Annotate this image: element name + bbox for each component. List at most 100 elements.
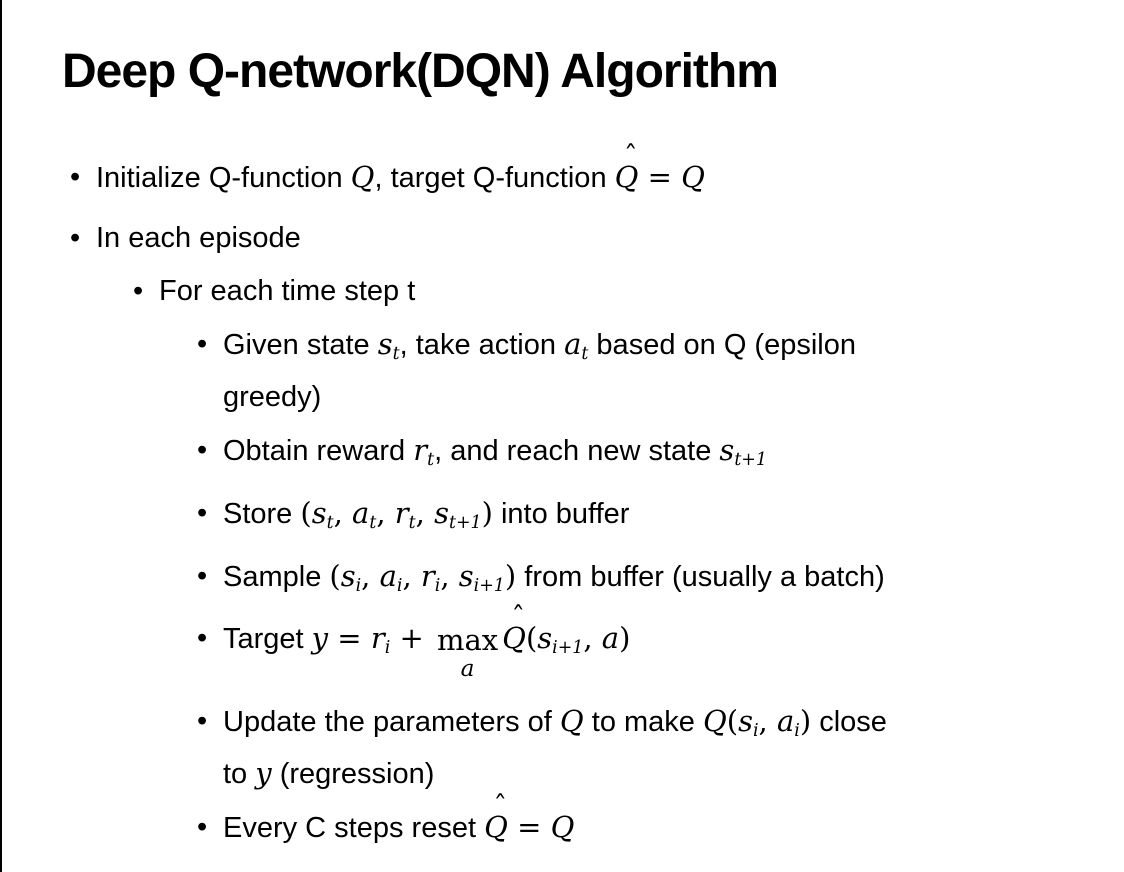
bullet-item: • Store (st, at, rt, st+1) into buffer — [0, 492, 1100, 545]
bullet-marker-icon: • — [197, 433, 208, 466]
bullet-list: •Initialize Q-function Q, target Q-funct… — [0, 143, 1100, 860]
math-subscript: i — [434, 575, 441, 596]
math-operator: , — [402, 558, 421, 593]
bullet-marker-icon: • — [197, 811, 208, 844]
math-subscript: t+1 — [734, 449, 767, 470]
hat-accent: ˆ — [511, 602, 526, 635]
math-variable: Q — [484, 810, 508, 845]
bullet-text: For each time step t — [159, 270, 1100, 313]
bullet-marker-icon: • — [197, 496, 208, 529]
math-subscript: i — [396, 575, 403, 596]
math-variable: Q — [614, 160, 639, 194]
hat-accent: ˆ — [623, 140, 638, 173]
bullet-text: Initialize Q-function Q, target Q-functi… — [96, 143, 1100, 200]
bullet-marker-icon: • — [197, 704, 208, 737]
text-run: from buffer (usually a batch) — [516, 560, 885, 593]
math-subscript: t — [427, 449, 435, 470]
math-variable: Q — [559, 703, 584, 738]
math-operator: , — [758, 703, 777, 738]
slide-title: Deep Q-network(DQN) Algorithm — [62, 45, 779, 98]
text-run: Every C steps reset — [223, 812, 485, 845]
bullet-item: • Obtain reward rt, and reach new state s… — [0, 429, 1100, 482]
text-run: Update the parameters of — [223, 705, 560, 738]
math-subscript: t — [326, 512, 334, 533]
math-variable: Q — [550, 810, 575, 845]
text-run: Store — [223, 497, 301, 530]
math-subscript: t — [581, 343, 589, 364]
math-variable: r — [394, 495, 409, 530]
text-run: (regression) — [271, 758, 435, 791]
math-operator: , — [361, 558, 380, 593]
text-run: based on Q (epsilon — [588, 329, 856, 361]
math-subscript: i — [384, 638, 391, 659]
bullet-marker-icon: • — [70, 222, 81, 254]
math-variable: r — [370, 621, 385, 656]
text-run: Given state — [223, 329, 378, 361]
math-variable: r — [420, 558, 435, 593]
text-run: to make — [583, 705, 703, 738]
math-operator: = — [638, 160, 682, 194]
bullet-marker-icon: • — [70, 161, 81, 193]
text-run: , take action — [399, 329, 565, 361]
math-subscript: t — [369, 512, 377, 533]
math-variable: a — [460, 654, 475, 682]
bullet-item: •Given state st, take action at based on… — [0, 323, 1100, 419]
math-variable: s — [458, 558, 474, 593]
text-run: Initialize Q-function — [96, 162, 351, 194]
math-variable: Q — [681, 160, 705, 194]
math-subscript: i — [794, 720, 800, 741]
math-operator: ) — [481, 495, 493, 530]
bullet-text: Obtain reward rt, and reach new state st… — [223, 429, 1100, 482]
math-variable: a — [379, 558, 397, 593]
math-subscript: t — [392, 343, 400, 364]
slide-left-edge-line — [0, 0, 2, 872]
math-operator: ( — [329, 558, 341, 593]
math-operator: = — [507, 810, 551, 845]
hat-accent: ˆ — [493, 791, 508, 824]
math-subscript: i+1 — [552, 638, 584, 659]
math-variable: y — [311, 621, 329, 656]
bullet-item: • Update the parameters of Q to make Q(si… — [0, 700, 1100, 797]
bullet-text: In each episode — [96, 217, 1100, 260]
math-variable: s — [377, 327, 393, 361]
bullet-text: Sample (si, ai, ri, si+1) from buffer (u… — [223, 555, 1100, 608]
math-variable: s — [537, 621, 553, 656]
math-variable: a — [601, 621, 620, 656]
math-operator: + — [390, 621, 433, 656]
bullet-marker-icon: • — [197, 622, 208, 655]
math-operator: , — [415, 495, 435, 530]
math-subscript: t — [408, 512, 416, 533]
math-subscript: i+1 — [473, 575, 505, 596]
math-variable: Q — [350, 160, 375, 194]
math-operator: ( — [525, 621, 538, 656]
math-operator: , — [440, 558, 459, 593]
bullet-text: Update the parameters of Q to make Q(si,… — [223, 700, 1100, 797]
math-operator: , — [376, 495, 395, 530]
math-variable: s — [434, 495, 449, 530]
bullet-marker-icon: • — [197, 559, 208, 592]
bullet-text: Given state st, take action at based on … — [223, 323, 1100, 419]
text-run: Obtain reward — [223, 434, 414, 467]
math-variable: Q — [702, 703, 727, 738]
math-variable: r — [413, 432, 428, 467]
math-variable: Q — [502, 621, 526, 656]
math-operator: ) — [619, 621, 631, 656]
text-run: to — [223, 758, 256, 791]
math-variable: a — [776, 703, 795, 738]
math-variable: y — [255, 756, 272, 791]
text-run: , target Q-function — [374, 162, 615, 194]
math-operator: , — [333, 495, 353, 530]
text-run: , and reach new state — [434, 434, 720, 467]
bullet-text: Store (st, at, rt, st+1) into buffer — [223, 492, 1100, 545]
math-operator: ) — [799, 703, 812, 738]
math-variable: s — [719, 432, 735, 467]
text-run: Sample — [223, 560, 330, 593]
math-variable: s — [340, 558, 356, 593]
